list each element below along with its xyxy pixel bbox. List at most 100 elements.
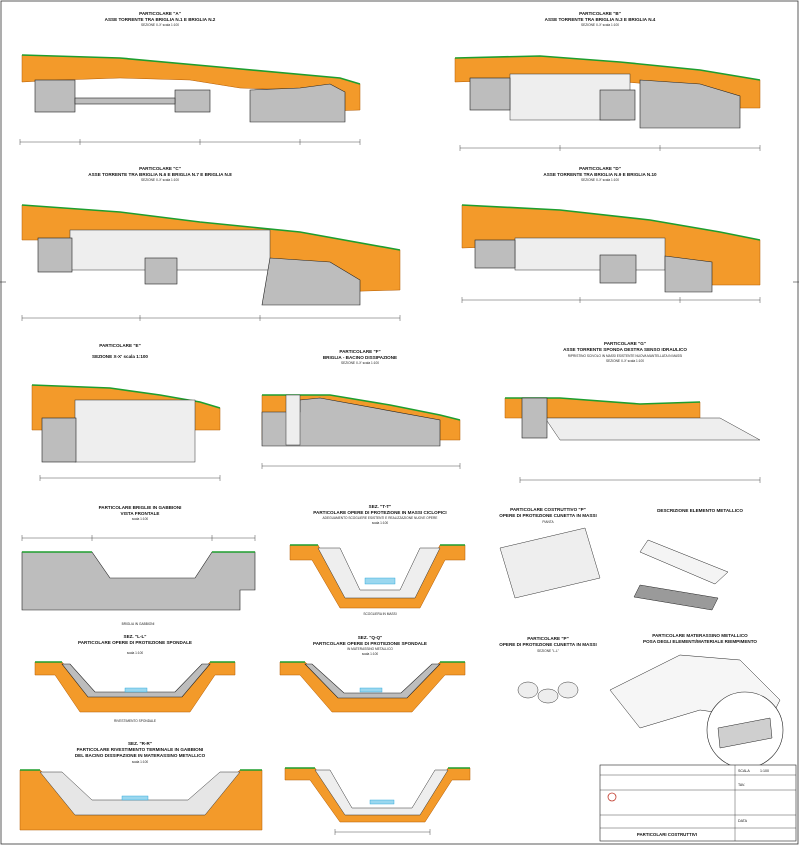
section-i-note: ADEGUAMENTO SCOGLIERE ESISTENTI E REALIZ… [323,516,438,520]
section-f: PARTICOLARE "F" BRIGLIA - BACINO DISSIPA… [261,349,461,469]
section-d-scale: SEZIONE X-X' scala 1:100 [581,178,619,182]
section-m-water [359,687,383,693]
section-b: PARTICOLARE "B" ASSE TORRENTE TRA BRIGLI… [454,11,761,151]
section-m-title: SEZ. "Q-Q" [358,635,383,640]
section-d-dam-1 [474,239,516,269]
section-h-dimension [21,535,256,541]
section-l-scale: scala 1:100 [127,651,144,655]
section-h-gabion-wall [21,551,256,611]
section-m-note: IN MATERASSINO METALLICO [347,647,393,651]
section-l-water [124,687,148,693]
section-a-dimension [19,139,361,145]
section-j-title: PARTICOLARE COSTRUTTIVO "P" [510,507,586,512]
section-i-title: SEZ. "T-T" [369,504,392,509]
section-q-water [369,799,395,805]
section-k-element-1 [639,539,729,585]
section-p-scale: scala 1:100 [132,760,149,764]
section-e-dam [41,417,77,463]
title-block-drawing-name: PARTICOLARI COSTRUTTIVI [637,832,697,837]
section-d-title: PARTICOLARE "D" [579,166,621,171]
section-b-title: PARTICOLARE "B" [579,11,621,16]
section-c-scale: SEZIONE X-X' scala 1:100 [141,178,179,182]
title-block-scale: 1:100 [760,769,769,773]
section-l-label: RIVESTIMENTO SPONDALE [114,719,156,723]
section-q-stones [314,769,449,816]
section-a-dam-2 [174,89,211,113]
section-e-dimension [39,475,221,481]
section-i-soil [289,544,466,609]
title-block: SCALA 1:100 TAV. DATA PARTICOLARI COSTRU… [599,764,797,842]
section-f-title: PARTICOLARE "F" [339,349,380,354]
section-d-block [664,255,713,293]
section-i-water [364,577,396,585]
section-o-detail-mesh [717,717,773,749]
section-h-title: PARTICOLARE BRIGLIE IN GABBIONI [99,505,182,510]
section-c-block [261,257,361,306]
section-n-stone-2 [537,688,559,704]
section-d-subtitle: ASSE TORRENTE TRA BRIGLIA N.9 E BRIGLIA … [543,172,657,177]
section-c-title: PARTICOLARE "C" [139,166,181,171]
section-p-gabions [39,771,241,816]
section-m-scale: scala 1:100 [362,652,379,656]
section-o-title: PARTICOLARE MATERASSINO METALLICO [652,633,748,638]
section-b-subtitle: ASSE TORRENTE TRA BRIGLIA N.3 E BRIGLIA … [545,17,656,22]
section-l: SEZ. "L-L" PARTICOLARE OPERE DI PROTEZIO… [34,634,236,723]
section-a-title: PARTICOLARE "A" [139,11,181,16]
section-k: DESCRIZIONE ELEMENTO METALLICO [633,508,743,611]
section-e-stones [74,399,196,463]
section-l-lining [61,663,211,698]
section-i-label: SCOGLIERA IN MASSI [363,612,396,616]
section-n-stone-3 [557,681,579,699]
section-g-dam [521,397,548,439]
section-k-title: DESCRIZIONE ELEMENTO METALLICO [657,508,743,513]
section-a-scale: SEZIONE X-X' scala 1:100 [141,23,179,27]
section-p-note: DEL BACINO DISSIPAZIONE IN MATERASSINO M… [75,753,206,758]
section-g-scale: SEZIONE X-X' scala 1:100 [606,359,644,363]
section-c-subtitle: ASSE TORRENTE TRA BRIGLIA N.6 E BRIGLIA … [88,172,232,177]
title-block-sheet-label: TAV. [738,783,745,787]
section-h-label: BRIGLIA IN GABBIONI [122,622,155,626]
section-f-dimension [261,463,461,469]
section-m: SEZ. "Q-Q" PARTICOLARE OPERE DI PROTEZIO… [279,635,466,713]
section-a: PARTICOLARE "A" ASSE TORRENTE TRA BRIGLI… [19,11,361,145]
section-a-subtitle: ASSE TORRENTE TRA BRIGLIA N.1 E BRIGLIA … [105,17,216,22]
section-o-subtitle: POSA DEGLI ELEMENTI/MATERIALE RIEMPIMENT… [643,639,757,644]
section-g-dimension [519,477,761,483]
section-m-subtitle: PARTICOLARE OPERE DI PROTEZIONE SPONDALE [313,641,427,646]
section-d-grass [461,204,761,241]
section-m-lining [304,663,441,699]
section-j-stone-plan [499,527,601,599]
section-p: SEZ. "R-R" PARTICOLARE RIVESTIMENTO TERM… [19,741,263,831]
section-p-water [121,795,149,801]
section-f-grass [262,394,461,421]
title-block-logo [607,792,617,802]
section-j: PARTICOLARE COSTRUTTIVO "P" OPERE DI PRO… [499,507,601,599]
section-c-dimension [21,315,401,321]
section-n-stone-1 [517,681,539,699]
section-q [284,767,471,835]
section-f-scale: SEZIONE X-X' scala 1:100 [341,361,379,365]
section-e-subtitle: SEZIONE X-X' scala 1:100 [92,354,148,359]
section-b-grass [454,55,761,81]
section-i: SEZ. "T-T" PARTICOLARE OPERE DI PROTEZIO… [289,504,466,616]
section-a-grass [21,54,361,85]
section-q-dimension [334,829,431,835]
section-h-subtitle: VISTA FRONTALE [121,511,160,516]
section-k-element-2 [633,584,719,611]
title-block-date-label: DATA [738,819,748,823]
section-h: PARTICOLARE BRIGLIE IN GABBIONI VISTA FR… [21,505,256,626]
section-e: PARTICOLARE "E" SEZIONE X-X' scala 1:100 [31,343,221,481]
section-b-dam-1 [469,77,511,111]
section-e-grass [31,384,221,409]
section-g: PARTICOLARE "G" ASSE TORRENTE SPONDA DES… [504,341,761,483]
section-d-dam-2 [599,254,637,284]
section-d-stones [514,237,666,271]
section-i-stones [317,547,441,599]
section-l-subtitle: PARTICOLARE OPERE DI PROTEZIONE SPONDALE [78,640,192,645]
title-block-scale-label: SCALA [738,769,750,773]
section-j-subtitle: OPERE DI PROTEZIONE CUNETTA IN MASSI [499,513,597,518]
section-c-dam-2 [144,257,178,285]
section-g-subtitle: ASSE TORRENTE SPONDA DESTRA SENSO IDRAUL… [563,347,687,352]
